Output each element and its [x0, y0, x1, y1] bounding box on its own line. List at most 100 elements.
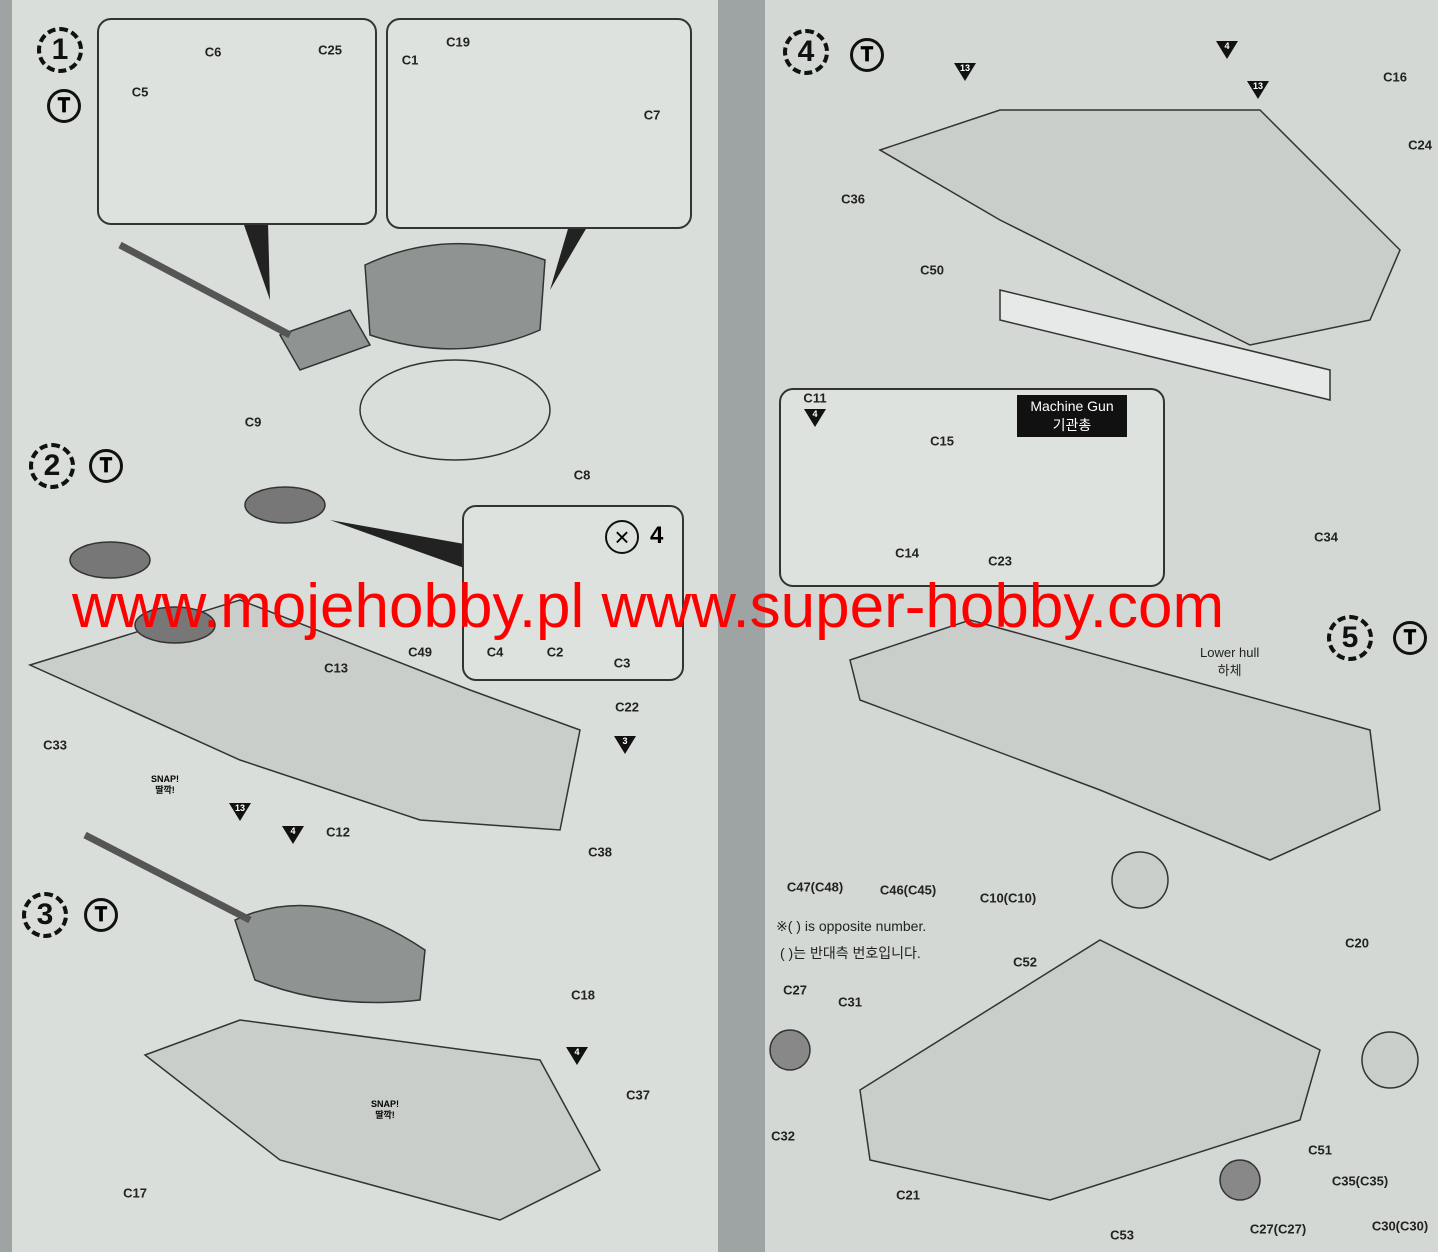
turret-ring — [359, 359, 551, 461]
part-label: C19 — [446, 34, 470, 50]
triangle-number: 4 — [290, 826, 296, 836]
part-label: C18 — [571, 987, 595, 1003]
fuel-drum — [69, 541, 151, 579]
part-label: C50 — [920, 262, 944, 278]
part-label: C7 — [643, 107, 661, 123]
lower-hull-en: Lower hull — [1200, 645, 1260, 660]
part-label: C12 — [326, 824, 350, 840]
part-label: C52 — [1013, 954, 1037, 970]
part-label: C13 — [324, 660, 348, 676]
part-label: C9 — [244, 414, 262, 430]
inset-gun-mount — [97, 18, 377, 225]
stand — [999, 289, 1331, 401]
part-label: C25 — [318, 42, 342, 58]
sprocket — [1361, 1031, 1419, 1089]
step-number: 4 — [783, 29, 829, 75]
part-label: C6 — [204, 44, 222, 60]
reference-triangle: 13 — [954, 63, 976, 81]
reference-triangle: 4 — [804, 409, 826, 427]
glue-icon: 𝐓 — [47, 89, 81, 123]
part-label: C10(C10) — [979, 890, 1037, 906]
fuel-drum — [244, 486, 326, 524]
snap-text-kr: 딸깍! — [375, 1110, 395, 1120]
glue-icon: 𝐓 — [1393, 621, 1427, 655]
snap-text-kr: 딸깍! — [155, 785, 175, 795]
watermark: www.mojehobby.pl www.super-hobby.com — [72, 572, 1225, 641]
part-label: C23 — [988, 553, 1012, 569]
part-label: C31 — [838, 994, 862, 1010]
step-number: 3 — [22, 892, 68, 938]
part-label: C27 — [783, 982, 807, 998]
multiply-icon: × — [605, 520, 639, 554]
triangle-number: 13 — [960, 63, 971, 73]
lower-hull — [849, 619, 1381, 861]
triangle-number: 3 — [622, 736, 628, 746]
glue-icon: 𝐓 — [84, 898, 118, 932]
triangle-number: 4 — [574, 1047, 580, 1057]
snap-text: SNAP! — [150, 774, 180, 784]
reference-triangle: 13 — [1247, 81, 1269, 99]
part-label: C35(C35) — [1331, 1173, 1389, 1189]
part-label: C36 — [841, 191, 865, 207]
reference-triangle: 4 — [566, 1047, 588, 1065]
quantity-multiplier: 4 — [650, 522, 664, 549]
part-label: C30(C30) — [1371, 1218, 1429, 1234]
lower-hull-2 — [859, 939, 1321, 1201]
gun-mantlet — [278, 309, 372, 371]
machine-gun-title-kr: 기관총 — [1052, 417, 1092, 433]
part-label: C34 — [1314, 529, 1338, 545]
step-number: 2 — [29, 443, 75, 489]
triangle-number: 13 — [235, 803, 246, 813]
part-label: C47(C48) — [786, 879, 844, 895]
part-label: C53 — [1110, 1227, 1134, 1243]
snap-burst: SNAP!딸깍! — [371, 1099, 399, 1121]
inset-turret-top — [386, 18, 692, 229]
inset-fuel-drum — [462, 505, 684, 681]
reference-triangle: 3 — [614, 736, 636, 754]
part-label: C21 — [896, 1187, 920, 1203]
part-label: C51 — [1308, 1142, 1332, 1158]
part-label: C38 — [588, 844, 612, 860]
triangle-number: 4 — [812, 409, 818, 419]
glue-icon: 𝐓 — [850, 38, 884, 72]
part-label: C33 — [43, 737, 67, 753]
step-number: 5 — [1327, 615, 1373, 661]
part-label: C46(C45) — [879, 882, 937, 898]
turret-step3 — [234, 904, 426, 1004]
lower-hull-label: Lower hull 하체 — [1200, 645, 1259, 679]
gun-barrel — [118, 241, 292, 339]
lower-hull-kr: 하체 — [1217, 663, 1242, 678]
upper-hull-step4 — [878, 109, 1401, 346]
part-label: C1 — [401, 52, 419, 68]
road-wheel — [769, 1029, 811, 1071]
fuel-drum — [134, 606, 216, 644]
part-label: C16 — [1383, 69, 1407, 85]
part-label: C24 — [1408, 137, 1432, 153]
part-label: C37 — [626, 1087, 650, 1103]
snap-text: SNAP! — [370, 1099, 400, 1109]
part-label: C5 — [131, 84, 149, 100]
reference-triangle: 13 — [229, 803, 251, 821]
sprocket — [1111, 851, 1169, 909]
reference-triangle: 4 — [282, 826, 304, 844]
part-label: C3 — [613, 655, 631, 671]
part-label: C32 — [771, 1128, 795, 1144]
triangle-number: 4 — [1224, 41, 1230, 51]
part-label: C17 — [123, 1185, 147, 1201]
turret-drawing — [364, 243, 546, 350]
gun-barrel-step3 — [83, 831, 252, 924]
reference-triangle: 4 — [1216, 41, 1238, 59]
road-wheel — [1219, 1159, 1261, 1201]
opposite-number-note-kr: ( )는 반대측 번호입니다. — [780, 945, 921, 961]
part-label: C11 — [803, 390, 827, 406]
snap-burst: SNAP!딸깍! — [151, 774, 179, 796]
part-label: C15 — [930, 433, 954, 449]
triangle-number: 13 — [1253, 81, 1264, 91]
upper-hull-step3 — [143, 1019, 602, 1221]
part-label: C22 — [615, 699, 639, 715]
part-label: C8 — [573, 467, 591, 483]
part-label: C27(C27) — [1249, 1221, 1307, 1237]
step-number: 1 — [37, 27, 83, 73]
